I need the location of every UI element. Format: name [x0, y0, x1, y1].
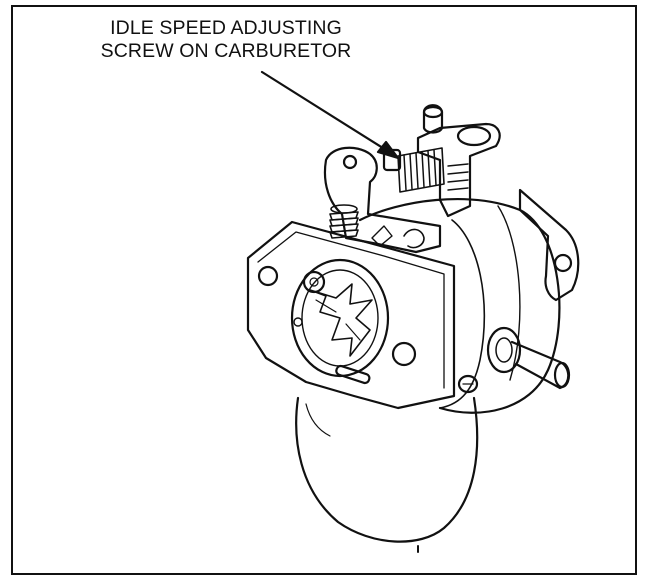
callout-label-line-2: SCREW ON CARBURETOR	[100, 40, 352, 62]
carburetor-icon	[246, 104, 580, 553]
callout-label: IDLE SPEED ADJUSTING SCREW ON CARBURETOR	[66, 17, 386, 63]
rear-flange	[518, 188, 580, 302]
top-bracket	[416, 104, 501, 218]
idle-mixture-spring	[329, 204, 359, 239]
throttle-bore	[290, 258, 390, 378]
bowl-screw	[457, 374, 479, 394]
arrow-icon	[260, 70, 400, 160]
fuel-inlet	[486, 326, 571, 390]
callout-label-line-1: IDLE SPEED ADJUSTING	[110, 17, 342, 39]
float-bowl	[295, 396, 479, 543]
throttle-lever	[323, 146, 442, 254]
